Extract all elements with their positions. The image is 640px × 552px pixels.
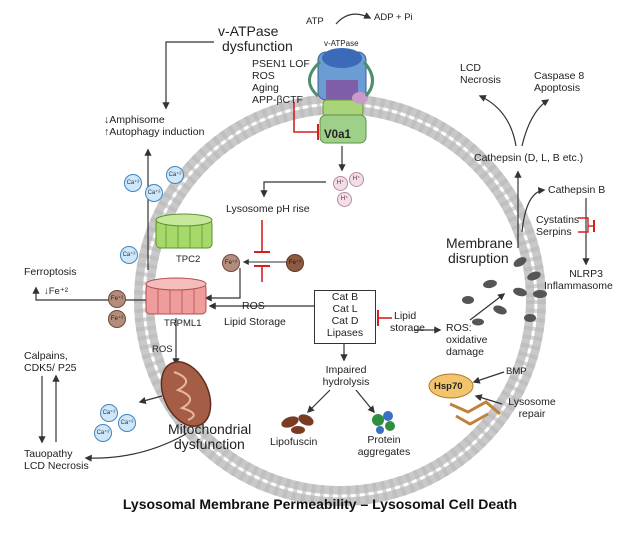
tauopathy-line1: Tauopathy xyxy=(24,448,73,460)
figure-title: Lysosomal Membrane Permeability – Lysoso… xyxy=(122,496,518,512)
nlrp3-1: NLRP3 xyxy=(569,268,603,280)
autophagy-label: ↑Autophagy induction xyxy=(104,126,205,138)
vatpase-small-label: v-ATPase xyxy=(324,39,359,48)
tpc2-channel xyxy=(155,213,213,249)
trpml1-label: TRPML1 xyxy=(164,318,202,329)
ca-ion: Ca⁺² xyxy=(120,246,138,264)
protein-aggregates-glyph xyxy=(372,411,395,434)
ca-ion: Ca⁺² xyxy=(100,404,118,422)
atp-label: ATP xyxy=(306,16,324,27)
protein-line2: aggregates xyxy=(357,446,411,458)
repair-1: Lysosome xyxy=(508,396,556,408)
ferroptosis-label: Ferroptosis xyxy=(24,266,77,278)
bmp-to-hsp70-arrow xyxy=(472,371,505,384)
ca-ion: Ca⁺² xyxy=(124,174,142,192)
lipid-storage-label: Lipid Storage xyxy=(224,316,286,328)
ca-ion: Ca⁺² xyxy=(118,414,136,432)
lcd-necrosis-2: Necrosis xyxy=(460,74,501,86)
mitochondrion xyxy=(160,361,212,427)
fe-down-label: ↓Fe⁺² xyxy=(44,286,69,297)
cathepsin-box: Cat B Cat L Cat D Lipases xyxy=(314,290,376,344)
mito-line2: dysfunction xyxy=(174,436,245,452)
mito-to-tauopathy-arrow xyxy=(84,433,187,462)
h-ion: H⁺ xyxy=(333,176,348,191)
ros-oxidative-1: ROS: xyxy=(446,322,472,334)
fe-to-trpml1-arrow xyxy=(204,268,241,302)
calpains-line2: CDK5/ P25 xyxy=(24,362,77,374)
ros-to-disruption-arrow xyxy=(469,293,506,321)
ros-oxidative-3: damage xyxy=(446,346,484,358)
fe2-ion: Fe⁺² xyxy=(222,254,240,272)
lipofuscin-label: Lipofuscin xyxy=(270,436,318,448)
h-ion: H⁺ xyxy=(337,192,352,207)
cystatins-label: Cystatins xyxy=(536,214,580,226)
hsp70-repair-glyph xyxy=(428,373,501,426)
fe3-ion: Fe⁺³ xyxy=(286,254,304,272)
fe2-ion: Fe⁺² xyxy=(108,310,126,328)
adp-label: ADP + Pi xyxy=(374,12,413,23)
ca-ion: Ca⁺² xyxy=(94,424,112,442)
ros-oxidative-2: oxidative xyxy=(446,334,488,346)
lcd-necrosis-1: LCD xyxy=(460,62,482,74)
h-ion: H⁺ xyxy=(349,172,364,187)
repair-2: repair xyxy=(518,408,546,420)
cat-l-label: Cat L xyxy=(332,303,358,315)
nlrp3-2: Inflammasome xyxy=(544,280,613,292)
membrane-disruption-fragments xyxy=(462,257,547,326)
cathepsin-dlb-to-caspase-arrow xyxy=(521,99,550,147)
cathepsin-dlb-label: Cathepsin (D, L, B etc.) xyxy=(474,152,584,164)
disruption-to-cathepsin-b-arrow xyxy=(521,187,546,233)
tpc2-label: TPC2 xyxy=(176,254,201,265)
lipid-storage-center-2: storage xyxy=(390,322,426,334)
cat-d-label: Cat D xyxy=(331,315,359,327)
atp-hydrolysis-arrow xyxy=(335,12,372,25)
cathepsin-dlb-to-necrosis-arrow xyxy=(478,95,517,147)
calpains-line1: Calpains, xyxy=(24,350,68,362)
impaired-to-protein-arrow xyxy=(355,389,375,414)
ph-rise-label: Lysosome pH rise xyxy=(226,203,310,215)
h-to-phrise-arrow xyxy=(260,181,326,198)
cathepsin-b-label: Cathepsin B xyxy=(548,184,606,196)
vatpase-dysfunction-line2: dysfunction xyxy=(222,38,293,54)
fe2-ion: Fe⁺² xyxy=(108,290,126,308)
ros-small-label: ROS xyxy=(152,344,173,355)
lipases-label: Lipases xyxy=(326,327,364,339)
causes-inhibit-line xyxy=(293,102,318,133)
cause-ros: ROS xyxy=(252,70,275,82)
mito-to-ca-arrow xyxy=(138,395,163,404)
lipofuscin-glyph xyxy=(281,414,314,434)
repair-to-hsp70-arrow xyxy=(474,394,503,405)
impaired-line1: Impaired xyxy=(325,364,367,376)
v-atpase-complex xyxy=(308,48,374,144)
membrane-disruption-2: disruption xyxy=(448,250,509,266)
hsp70-label: Hsp70 xyxy=(434,381,463,392)
caspase-2: Apoptosis xyxy=(534,82,581,94)
ca-ion: Ca⁺² xyxy=(145,184,163,202)
vatpase-dysfunction-line1: v-ATPase xyxy=(218,23,279,39)
vatpase-to-autophagy-arrow xyxy=(162,41,214,110)
membrane-disruption-1: Membrane xyxy=(446,235,513,251)
ca-ion: Ca⁺² xyxy=(166,166,184,184)
caspase-1: Caspase 8 xyxy=(534,70,585,82)
v0a1-label: V0a1 xyxy=(324,129,351,141)
impaired-to-lipofuscin-arrow xyxy=(306,389,331,414)
impaired-line2: hydrolysis xyxy=(322,376,370,388)
cystatins-inhibit-line xyxy=(578,217,589,233)
protein-line1: Protein xyxy=(367,434,401,446)
ros-label: ROS xyxy=(242,300,265,312)
cat-b-label: Cat B xyxy=(331,291,359,303)
cause-psen1: PSEN1 LOF xyxy=(252,58,310,70)
trpml1-channel xyxy=(145,277,207,315)
serpins-label: Serpins xyxy=(536,226,572,238)
amphisome-label: ↓Amphisome xyxy=(104,114,165,126)
tauopathy-line2: LCD Necrosis xyxy=(24,460,89,472)
cause-app: APP-βCTF xyxy=(252,94,303,106)
lipid-storage-center-1: Lipid xyxy=(394,310,417,322)
bmp-label: BMP xyxy=(506,366,527,377)
mito-line1: Mitochondrial xyxy=(168,421,252,437)
cause-aging: Aging xyxy=(252,82,279,94)
